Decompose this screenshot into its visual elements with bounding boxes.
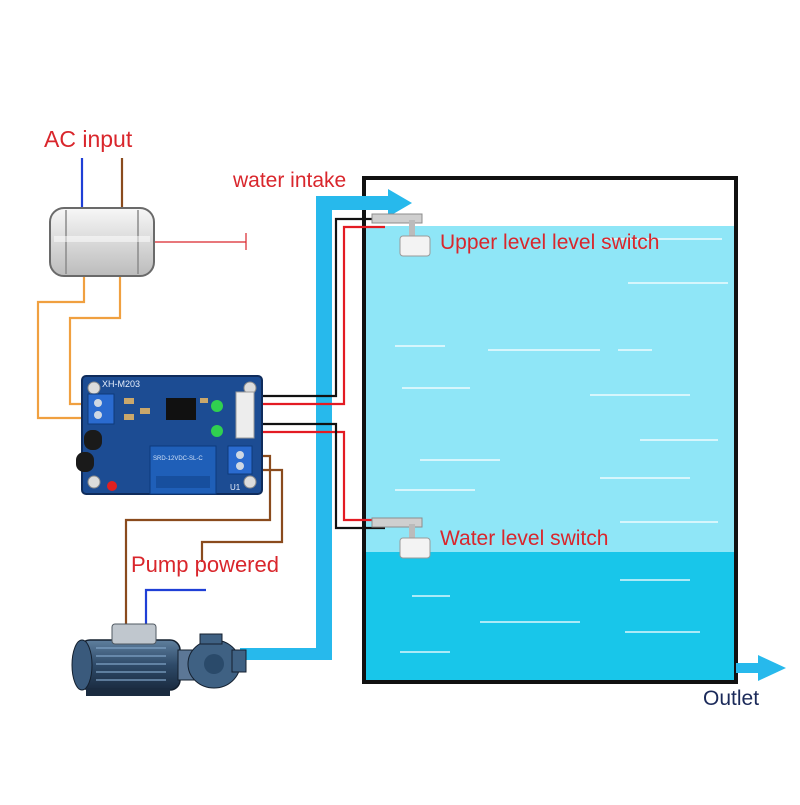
upper-switch-wire-black — [254, 217, 385, 398]
lower-level-switch — [371, 517, 431, 559]
board-model: XH-M203 — [102, 379, 140, 389]
lower-switch-wire-red — [254, 430, 385, 522]
ac-input-label: AC input — [44, 126, 133, 152]
pump-wire-brown-inner — [200, 468, 284, 562]
ac-contactor — [49, 207, 155, 277]
outlet-arrow — [758, 655, 786, 681]
intake-pipe — [240, 189, 412, 660]
water-lower-zone — [366, 552, 734, 680]
pump-terminal-box — [111, 623, 157, 645]
sensor-connector — [235, 391, 255, 439]
water-pump — [71, 623, 247, 696]
outlet-pipe — [736, 655, 786, 681]
relay-marking: SRD-12VDC-SL-C — [153, 456, 203, 462]
upper-switch-label: Upper level level switch — [440, 231, 660, 254]
ac-wire-orange-inner — [68, 274, 122, 406]
intake-arrow — [388, 189, 412, 217]
upper-switch-wire-red — [254, 225, 385, 406]
water-upper-zone — [366, 226, 734, 552]
outlet-label: Outlet — [703, 687, 760, 710]
capacitor-1 — [84, 430, 102, 450]
lower-switch-wire-black — [254, 422, 385, 530]
power-led — [107, 481, 117, 491]
led-upper — [211, 400, 223, 412]
sensor-wires — [254, 217, 385, 530]
control-board: XH-M203 SRD-12VDC-SL-C U1 — [76, 375, 263, 495]
pump-wire-blue — [144, 588, 206, 632]
water-ripples — [395, 238, 728, 653]
tank-outline — [362, 176, 738, 684]
upper-level-switch — [371, 213, 431, 257]
capacitor-2 — [76, 452, 94, 472]
pump-powered-label: Pump powered — [131, 552, 279, 577]
led-lower — [211, 425, 223, 437]
terminal-block-power — [87, 393, 115, 425]
board-ref: U1 — [230, 483, 241, 492]
lower-switch-label: Water level switch — [440, 527, 609, 550]
water-intake-label: water intake — [233, 169, 347, 192]
ic-chip — [166, 398, 196, 420]
tank — [362, 176, 738, 684]
ac-wire-orange-outer — [36, 274, 92, 420]
